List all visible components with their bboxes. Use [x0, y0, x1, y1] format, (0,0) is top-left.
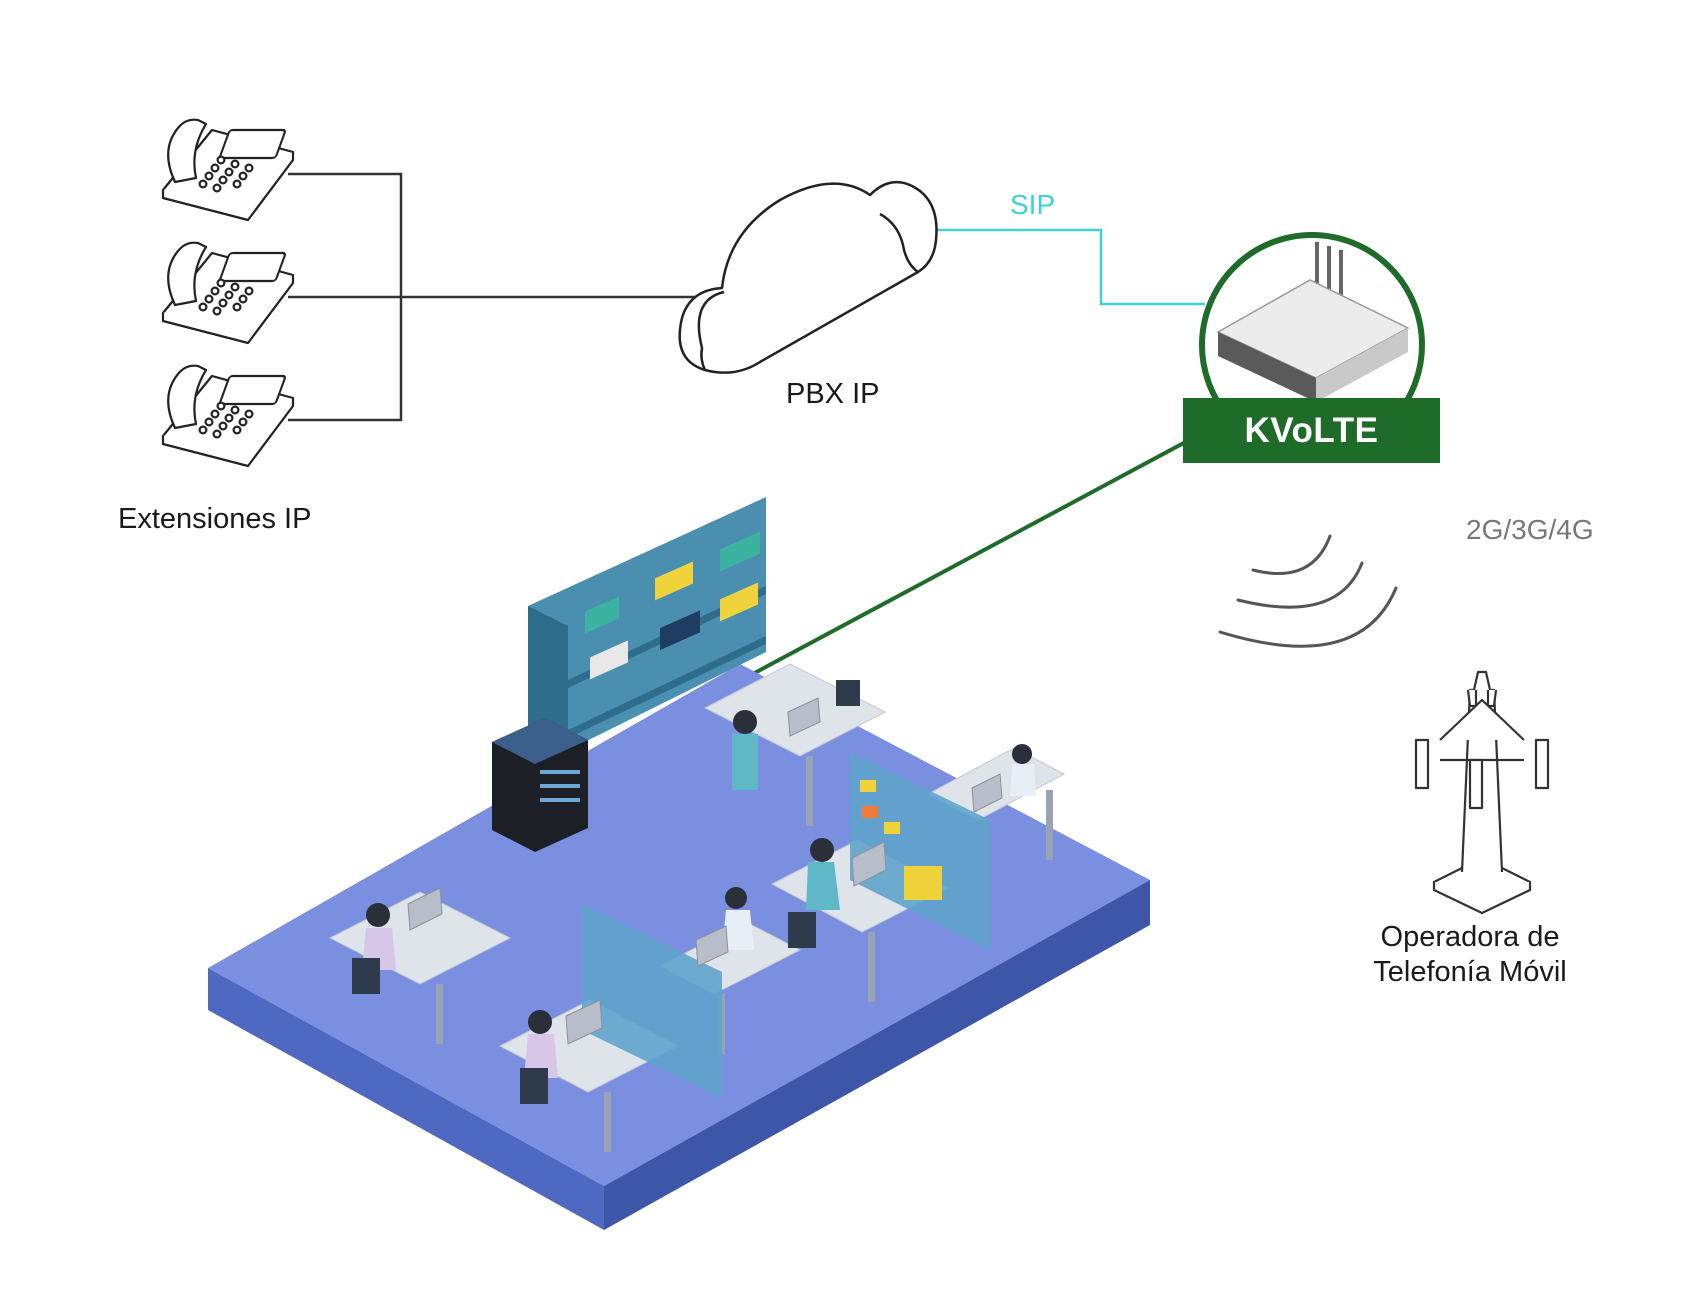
pbx-label: PBX IP	[786, 378, 880, 410]
network-label: 2G/3G/4G	[1466, 514, 1594, 545]
office-illustration	[208, 497, 1150, 1230]
sip-link	[932, 228, 1205, 306]
gateway-label: KVoLTE	[1183, 398, 1440, 463]
extensions-label: Extensiones IP	[118, 503, 312, 535]
phone-wiring	[288, 172, 695, 422]
operator-label-line2: Telefonía Móvil	[1373, 956, 1567, 988]
cell-tower-icon	[1414, 670, 1550, 915]
operator-label-line1: Operadora de	[1380, 921, 1560, 953]
sip-label: SIP	[1010, 189, 1056, 220]
ip-phone-icon	[161, 118, 295, 222]
cloud-icon	[678, 180, 938, 374]
operator-label: Operadora de Telefonía Móvil	[1355, 920, 1585, 990]
signal-waves-icon	[1218, 534, 1398, 648]
